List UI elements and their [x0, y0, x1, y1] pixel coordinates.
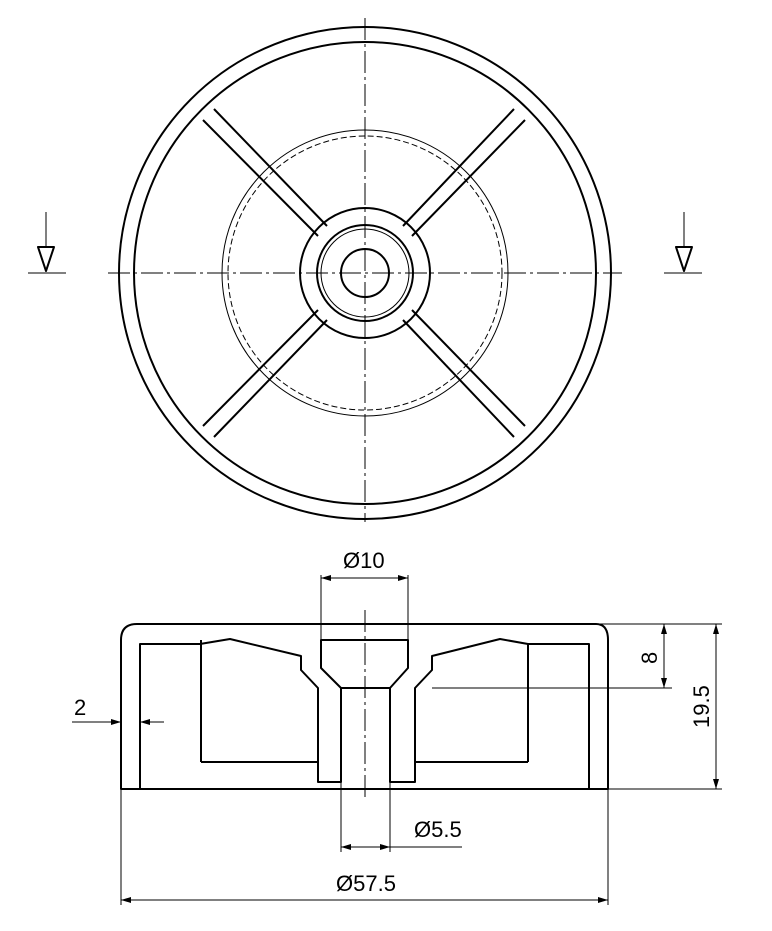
rib-nw — [202, 108, 328, 237]
rib-se — [402, 309, 526, 438]
rib-sw — [202, 309, 328, 438]
dim-outer-diameter: Ø57.5 — [120, 789, 609, 905]
dim-inner-hole-diameter-text: Ø5.5 — [414, 817, 462, 842]
dim-recess-depth-text: 8 — [637, 652, 662, 664]
section-body — [120, 623, 609, 790]
rib-ne — [402, 108, 526, 237]
dimensions: Ø10 Ø5.5 Ø57.5 2 8 — [72, 548, 722, 905]
top-view — [28, 18, 702, 522]
dim-wall-thickness-text: 2 — [74, 695, 86, 720]
dim-total-height-text: 19.5 — [689, 685, 714, 728]
dim-total-height: 19.5 — [608, 623, 722, 790]
dim-outer-diameter-text: Ø57.5 — [336, 871, 396, 896]
section-arrow-left — [28, 212, 66, 274]
section-arrow-right — [664, 212, 702, 274]
dim-wall-thickness: 2 — [72, 695, 164, 725]
section-view — [120, 610, 609, 800]
dim-bore-diameter-text: Ø10 — [343, 548, 385, 573]
recess-circle-hidden — [227, 135, 503, 411]
dim-recess-depth: 8 — [432, 623, 672, 689]
dim-bore-diameter: Ø10 — [320, 548, 409, 640]
inner-cavity — [200, 640, 529, 763]
dim-inner-hole-diameter: Ø5.5 — [340, 782, 462, 852]
